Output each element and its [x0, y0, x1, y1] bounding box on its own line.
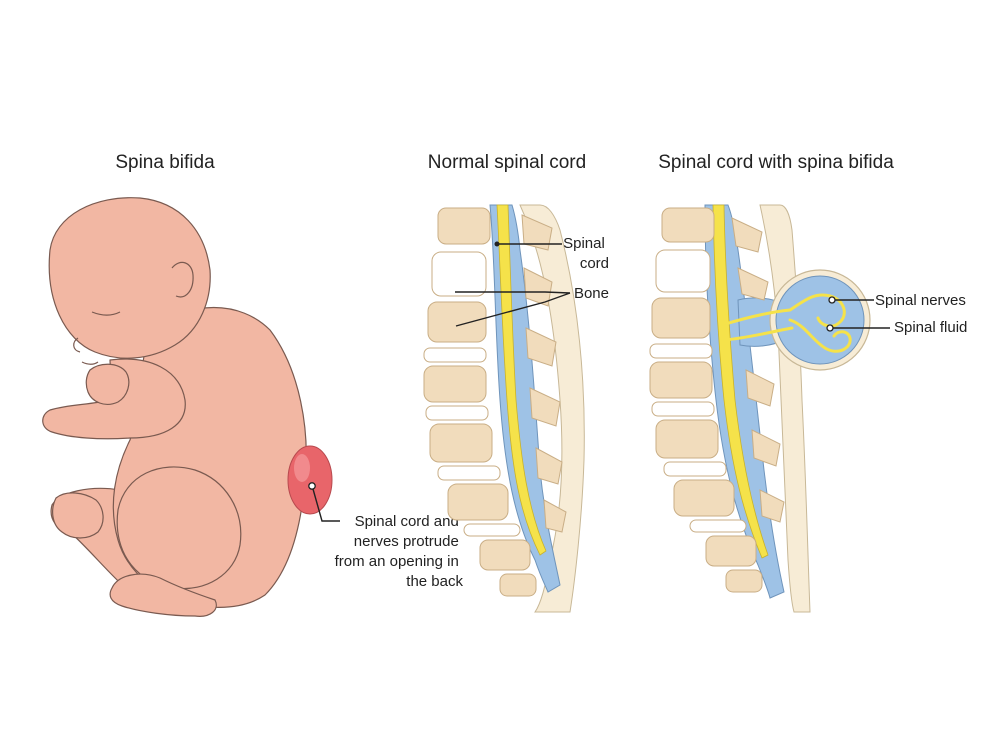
bone-leader-line-upper — [455, 291, 571, 294]
protrude-leader-line — [312, 488, 340, 522]
bone-leader-line-lower — [455, 292, 571, 327]
protrude-label: Spinal cord and nerves protrude from an … — [335, 513, 464, 590]
fetus-foot — [109, 573, 217, 617]
spinal-nerves-label: Spinal nerves — [875, 292, 966, 309]
fetus-illustration — [42, 197, 307, 617]
spinal-nerves-marker — [828, 296, 836, 304]
protrude-marker — [308, 482, 316, 490]
spinal-fluid-marker — [826, 324, 834, 332]
spinal-cord-label: Spinal cord — [563, 235, 609, 272]
fetus-head — [48, 197, 211, 359]
fetus-foot-back — [52, 492, 104, 539]
protruding-sac — [287, 445, 333, 515]
protruding-sac-highlight — [294, 454, 310, 482]
fetus-nose — [73, 337, 81, 353]
normal-spine-illustration — [423, 204, 585, 613]
fetus-hand — [85, 363, 130, 405]
bifida-spine-illustration — [649, 204, 871, 613]
spinal-fluid-label: Spinal fluid — [894, 319, 967, 336]
normal-back-tissue — [519, 204, 585, 613]
fetus-mouth — [81, 361, 99, 365]
title-normal-spinal-cord: Normal spinal cord — [428, 152, 586, 173]
bifida-spinal-cord — [712, 204, 769, 559]
title-spinal-cord-with-spina-bifida: Spinal cord with spina bifida — [658, 152, 894, 173]
fetus-eye — [91, 311, 121, 316]
bone-label: Bone — [574, 285, 609, 302]
title-spina-bifida: Spina bifida — [115, 152, 215, 173]
fetus-ear — [171, 261, 194, 298]
